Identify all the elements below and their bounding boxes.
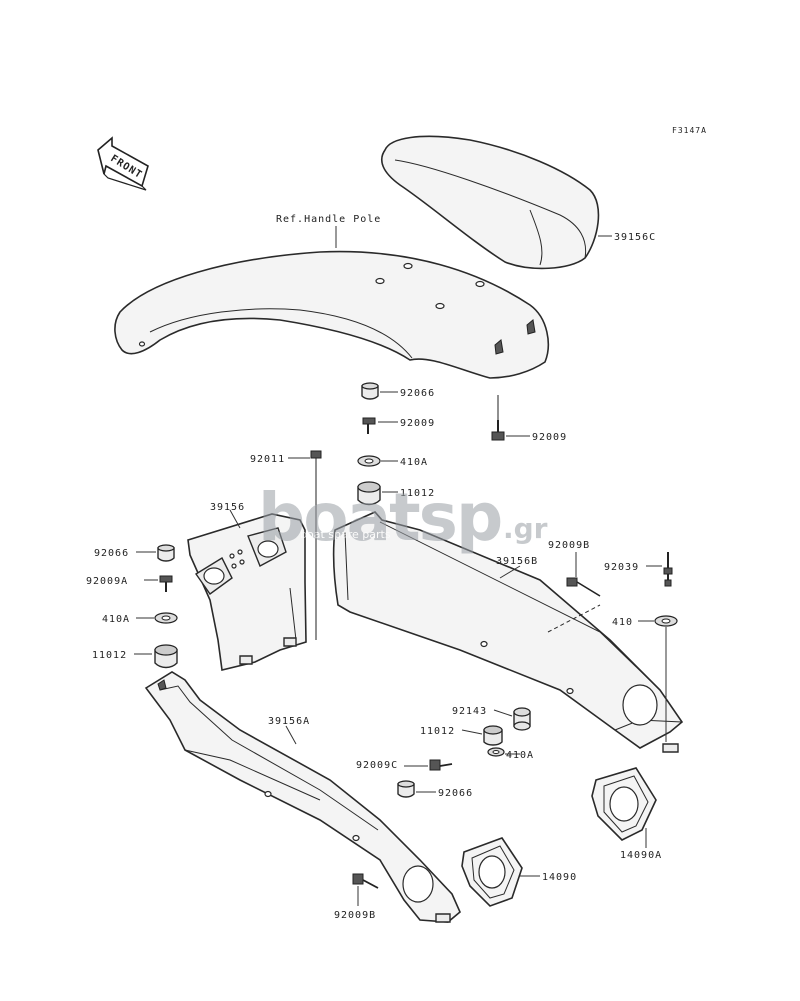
collar-92143 xyxy=(513,707,531,731)
washer-410a-top xyxy=(357,455,381,467)
ref-handle-pole-note: Ref.Handle Pole xyxy=(276,214,381,225)
washer-410 xyxy=(654,615,678,627)
watermark-suffix: .gr xyxy=(503,512,548,545)
bolt-92009-right xyxy=(491,395,505,441)
washer-410a-left xyxy=(154,612,178,624)
bolt-92009b-bottom xyxy=(352,873,379,889)
label-39156a: 39156A xyxy=(268,716,310,727)
side-panel-39156b xyxy=(332,511,684,753)
bolt-92011 xyxy=(310,450,322,640)
label-92011: 92011 xyxy=(250,454,285,465)
watermark-logo: boatsp .gr boat spare parts xyxy=(258,479,548,556)
label-14090a: 14090A xyxy=(620,850,662,861)
label-410a-left: 410A xyxy=(102,614,130,625)
label-92039: 92039 xyxy=(604,562,639,573)
label-92009-right: 92009 xyxy=(532,432,567,443)
label-39156c: 39156C xyxy=(614,232,656,243)
label-92009a: 92009A xyxy=(86,576,128,587)
cap-92066-mid xyxy=(397,780,415,798)
lower-rail-39156a xyxy=(144,671,461,923)
label-92009c: 92009C xyxy=(356,760,398,771)
washer-410a-mid xyxy=(487,747,505,757)
label-14090: 14090 xyxy=(542,872,577,883)
watermark-tagline: boat spare parts xyxy=(300,528,391,541)
label-92066-mid: 92066 xyxy=(438,788,473,799)
bolt-92009a xyxy=(159,575,173,592)
grommet-11012-mid xyxy=(483,725,503,746)
cap-92066-left xyxy=(157,544,175,562)
label-92009b-top: 92009B xyxy=(548,540,590,551)
label-92143: 92143 xyxy=(452,706,487,717)
front-panel-39156 xyxy=(187,513,307,671)
grommet-11012-left xyxy=(154,644,178,669)
label-410a-mid: 410A xyxy=(506,750,534,761)
label-11012-mid: 11012 xyxy=(420,726,455,737)
vent-grille-14090a xyxy=(591,767,657,841)
vent-grille-14090 xyxy=(461,837,523,907)
watermark-brand: boatsp xyxy=(258,479,501,556)
pin-92039 xyxy=(663,552,673,587)
grommet-11012-top xyxy=(357,481,381,506)
label-39156: 39156 xyxy=(210,502,245,513)
bolt-92009b-top xyxy=(566,577,601,597)
label-39156b: 39156B xyxy=(496,556,538,567)
label-410: 410 xyxy=(612,617,633,628)
bolt-92009-top xyxy=(362,417,376,434)
label-11012-top: 11012 xyxy=(400,488,435,499)
front-arrow-icon: FRONT xyxy=(97,136,149,191)
label-92066-left: 92066 xyxy=(94,548,129,559)
label-11012-left: 11012 xyxy=(92,650,127,661)
front-hood-panel xyxy=(114,250,550,379)
label-92066-top: 92066 xyxy=(400,388,435,399)
bolt-92009c xyxy=(429,759,453,771)
cap-92066-top xyxy=(361,382,379,400)
label-410a-top: 410A xyxy=(400,457,428,468)
label-92009-top: 92009 xyxy=(400,418,435,429)
label-92009b-bottom: 92009B xyxy=(334,910,376,921)
seat-cushion-39156c xyxy=(381,135,600,270)
figure-code: F3147A xyxy=(672,126,707,135)
